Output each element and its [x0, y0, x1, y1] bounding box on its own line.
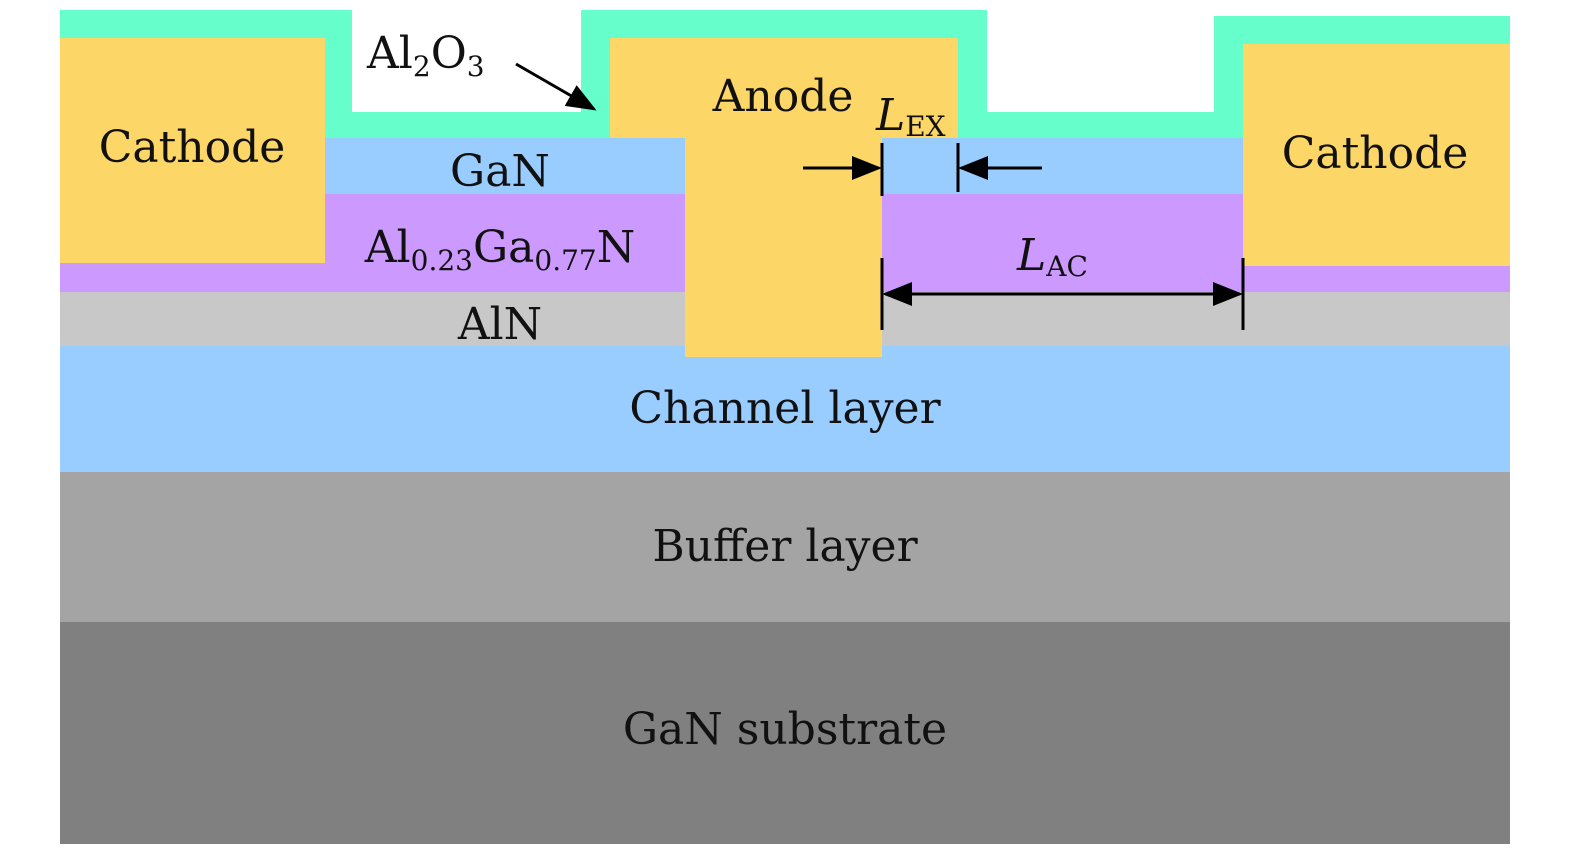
al2o3-label-sub1: 2	[413, 50, 431, 83]
lex-label-main: L	[875, 90, 905, 141]
algan-label-sub1: 0.23	[411, 244, 473, 277]
substrate-label: GaN substrate	[623, 704, 947, 755]
al2o3-label-base: Al	[366, 28, 413, 79]
lac-label-sub: AC	[1045, 250, 1088, 283]
lac-dimension: LAC	[880, 230, 1245, 330]
anode	[610, 38, 958, 357]
algan-label-sub2: 0.77	[534, 244, 596, 277]
al2o3-label-mid: O	[431, 28, 467, 79]
buffer-label: Buffer layer	[652, 521, 918, 572]
anode-label: Anode	[712, 71, 854, 122]
lex-dimension: LEX	[803, 90, 1042, 196]
al2o3-pointer-arrow	[515, 62, 597, 111]
algan-label-a: Al	[364, 222, 411, 273]
algan-label-b: Ga	[473, 222, 534, 273]
channel-label: Channel layer	[629, 383, 941, 434]
lex-label-sub: EX	[905, 110, 945, 143]
cathode-left	[60, 38, 325, 263]
lac-label-main: L	[1016, 230, 1046, 281]
lex-label: LEX	[875, 90, 946, 143]
cathode-right-label: Cathode	[1282, 128, 1469, 179]
algan-label: Al0.23Ga0.77N	[364, 222, 635, 277]
cathode-left-label: Cathode	[99, 122, 286, 173]
cathode-right	[1243, 44, 1510, 268]
aln-label: AlN	[457, 299, 542, 350]
lac-label: LAC	[1016, 230, 1088, 283]
buffer-layer	[60, 472, 1510, 622]
al2o3-label-sub2: 3	[467, 50, 485, 83]
algan-label-c: N	[597, 222, 636, 273]
channel-layer	[60, 346, 1510, 472]
substrate-layer	[60, 622, 1510, 844]
gan-cap-label: GaN	[450, 146, 550, 197]
al2o3-label: Al2O3	[366, 28, 485, 83]
algan-right-strip	[1243, 266, 1510, 292]
